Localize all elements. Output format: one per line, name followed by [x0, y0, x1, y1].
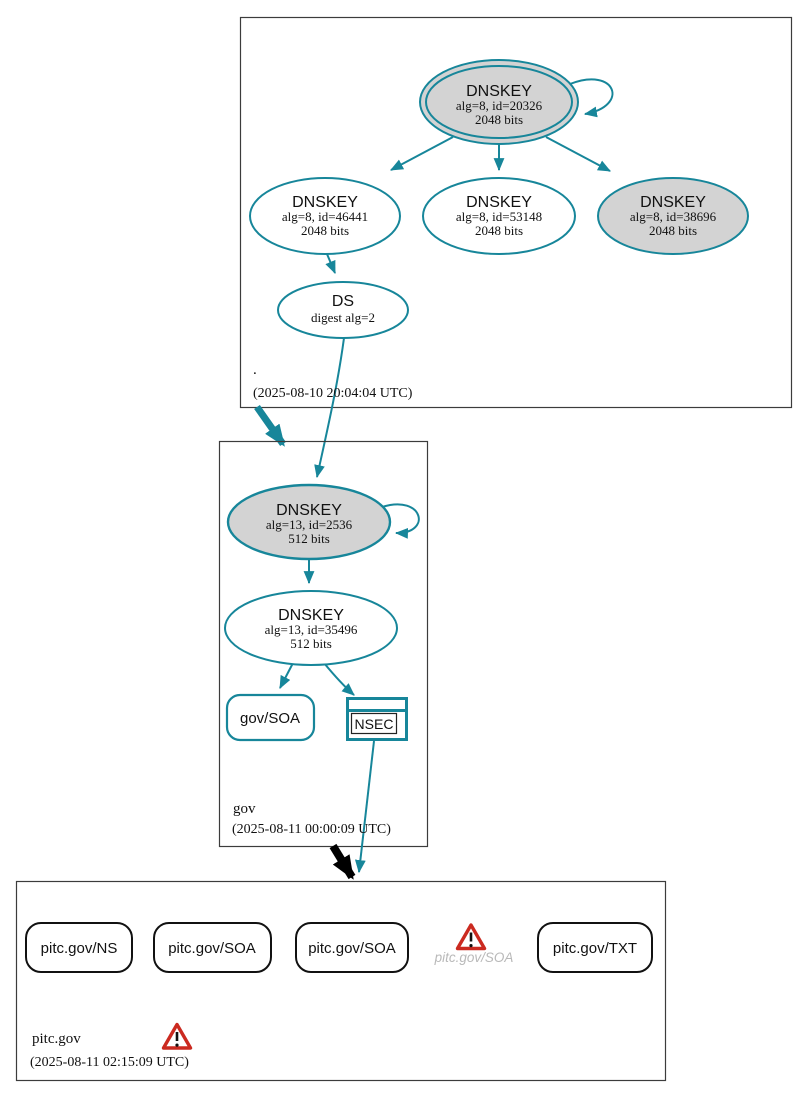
- edge-root-ksk-selfloop: [569, 78, 614, 118]
- zone-warning-icon: [161, 1022, 193, 1050]
- nsec-node[interactable]: NSEC: [346, 697, 408, 741]
- ds-detail: digest alg=2: [311, 310, 375, 325]
- gov-soa-node[interactable]: gov/SOA: [225, 693, 316, 742]
- root-zsk-left-bits: 2048 bits: [301, 223, 349, 238]
- gov-zsk-detail: alg=13, id=35496: [265, 622, 358, 637]
- nsec-inner-box: [350, 712, 398, 735]
- root-ksk-detail: alg=8, id=20326: [456, 98, 543, 113]
- root-zsk-right-node[interactable]: DNSKEY alg=8, id=38696 2048 bits: [597, 177, 749, 255]
- root-zsk-mid-bits: 2048 bits: [475, 223, 523, 238]
- edge-delegation-gov-to-pitc: [329, 843, 356, 880]
- ds-title: DS: [332, 293, 354, 310]
- edge-gov-zsk-to-nsec: [323, 662, 355, 696]
- root-ksk-bits: 2048 bits: [475, 112, 523, 127]
- root-zsk-right-bits: 2048 bits: [649, 223, 697, 238]
- pitc-soa1-label: pitc.gov/SOA: [168, 940, 256, 957]
- root-zone-label: .: [253, 362, 257, 378]
- root-zsk-left-title: DNSKEY: [292, 194, 358, 211]
- pitc-soa1-node[interactable]: pitc.gov/SOA: [153, 922, 272, 973]
- ds-node[interactable]: DS digest alg=2: [277, 281, 409, 339]
- gov-ksk-bits: 512 bits: [288, 531, 330, 546]
- gov-soa-label: gov/SOA: [240, 710, 300, 727]
- pitc-zone-label: pitc.gov: [32, 1031, 81, 1047]
- root-zsk-left-detail: alg=8, id=46441: [282, 209, 368, 224]
- edge-root-zsk-to-ds: [325, 253, 336, 274]
- edge-ds-to-gov-ksk: [314, 337, 345, 479]
- root-zsk-mid-detail: alg=8, id=53148: [456, 209, 542, 224]
- root-zsk-mid-node[interactable]: DNSKEY alg=8, id=53148 2048 bits: [422, 177, 576, 255]
- gov-zsk-bits: 512 bits: [290, 636, 332, 651]
- edge-root-ksk-to-zsk-left: [390, 136, 454, 171]
- pitc-zone-box: [15, 880, 667, 1082]
- warning-icon: [455, 923, 487, 951]
- root-zsk-right-detail: alg=8, id=38696: [630, 209, 717, 224]
- root-ksk-title: DNSKEY: [466, 83, 532, 100]
- pitc-zone-timestamp: (2025-08-11 02:15:09 UTC): [30, 1055, 189, 1070]
- pitc-ns-node[interactable]: pitc.gov/NS: [25, 922, 133, 973]
- edge-delegation-root-to-gov: [254, 404, 286, 447]
- root-zsk-mid-title: DNSKEY: [466, 194, 532, 211]
- root-zone-timestamp: (2025-08-10 20:04:04 UTC): [253, 386, 413, 401]
- pitc-soa-missing-label: pitc.gov/SOA: [434, 950, 514, 965]
- root-zone-box: [239, 16, 793, 409]
- gov-ksk-node[interactable]: DNSKEY alg=13, id=2536 512 bits: [226, 483, 392, 561]
- gov-zsk-title: DNSKEY: [278, 607, 344, 624]
- gov-zone-box: [218, 440, 429, 848]
- edge-nsec-to-pitc: [354, 740, 375, 874]
- gov-zsk-node[interactable]: DNSKEY alg=13, id=35496 512 bits: [224, 590, 398, 666]
- root-ksk-node[interactable]: DNSKEY alg=8, id=20326 2048 bits: [419, 59, 579, 145]
- gov-ksk-title: DNSKEY: [276, 502, 342, 519]
- root-zsk-right-title: DNSKEY: [640, 194, 706, 211]
- gov-ksk-detail: alg=13, id=2536: [266, 517, 353, 532]
- gov-zone-timestamp: (2025-08-11 00:00:09 UTC): [232, 822, 391, 837]
- pitc-ns-label: pitc.gov/NS: [41, 940, 118, 957]
- pitc-soa2-label: pitc.gov/SOA: [308, 940, 396, 957]
- gov-zone-label: gov: [233, 801, 256, 817]
- pitc-txt-label: pitc.gov/TXT: [553, 940, 637, 957]
- edge-gov-ksk-selfloop: [381, 503, 420, 539]
- nsec-label: NSEC: [355, 716, 394, 732]
- edge-root-ksk-to-zsk-right: [545, 136, 611, 172]
- pitc-txt-node[interactable]: pitc.gov/TXT: [537, 922, 653, 973]
- root-zsk-left-node[interactable]: DNSKEY alg=8, id=46441 2048 bits: [249, 177, 401, 255]
- edge-gov-zsk-to-soa: [279, 662, 294, 689]
- pitc-soa-warning-node[interactable]: pitc.gov/SOA: [434, 923, 514, 965]
- pitc-soa2-node[interactable]: pitc.gov/SOA: [295, 922, 409, 973]
